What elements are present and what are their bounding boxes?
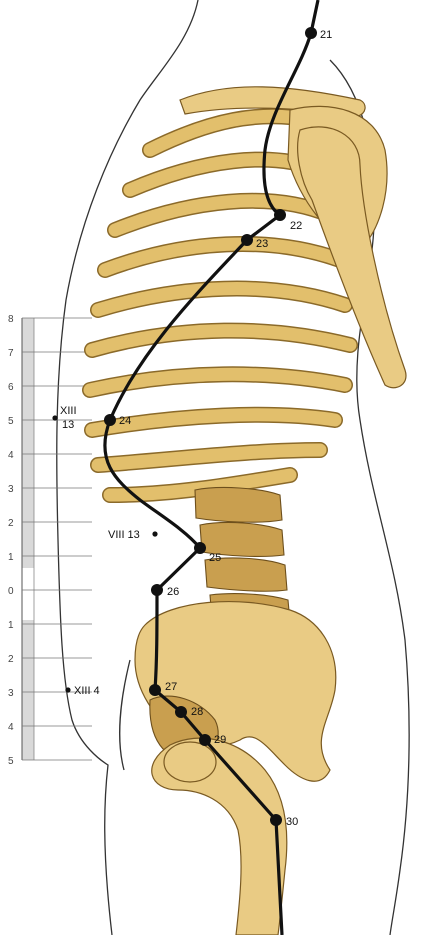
femoral-head	[164, 742, 216, 782]
scale-tick-label: 2	[8, 518, 14, 529]
reference-dot	[52, 415, 57, 420]
meridian-point-label: 21	[320, 29, 332, 41]
reference-dot	[152, 531, 157, 536]
scale-tick-label: 1	[8, 620, 14, 631]
scale-tick-label: 4	[8, 722, 14, 733]
reference-mark-label: 13	[62, 419, 74, 431]
reference-mark-label: XIII	[60, 405, 77, 417]
meridian-point-24	[104, 414, 116, 426]
meridian-point-25	[194, 542, 206, 554]
meridian-point-30	[270, 814, 282, 826]
meridian-point-label: 25	[209, 552, 221, 564]
meridian-point-29	[199, 734, 211, 746]
meridian-point-23	[241, 234, 253, 246]
reference-dot	[65, 687, 70, 692]
scale-tick-label: 0	[8, 586, 14, 597]
scale-tick-label: 5	[8, 416, 14, 427]
scale-tick-label: 6	[8, 382, 14, 393]
scale-tick-label: 5	[8, 756, 14, 767]
scale-shaded-strip-top	[22, 318, 34, 568]
meridian-point-label: 28	[191, 706, 203, 718]
meridian-point-26	[151, 584, 163, 596]
meridian-point-label: 23	[256, 238, 268, 250]
scale-tick-label: 4	[8, 450, 14, 461]
meridian-point-28	[175, 706, 187, 718]
scale-tick-label: 7	[8, 348, 14, 359]
skeleton-illustration	[90, 87, 406, 935]
scale-tick-label: 3	[8, 688, 14, 699]
reference-mark-label: VIII 13	[108, 529, 140, 541]
vertical-scale: 8 7 6 5 4 3 2 1 0 1 2 3 4 5	[8, 314, 92, 767]
meridian-point-label: 24	[119, 415, 131, 427]
meridian-point-27	[149, 684, 161, 696]
scale-shaded-strip-bottom	[22, 620, 34, 760]
scale-tick-label: 2	[8, 654, 14, 665]
meridian-point-label: 27	[165, 681, 177, 693]
reference-mark-label: XIII 4	[74, 685, 100, 697]
meridian-point-label: 26	[167, 586, 179, 598]
meridian-point-label: 30	[286, 816, 298, 828]
meridian-point-label: 29	[214, 734, 226, 746]
meridian-point-21	[305, 27, 317, 39]
meridian-point-22	[274, 209, 286, 221]
scale-tick-label: 1	[8, 552, 14, 563]
meridian-point-label: 22	[290, 220, 302, 232]
scale-tick-label: 8	[8, 314, 14, 325]
scale-tick-label: 3	[8, 484, 14, 495]
